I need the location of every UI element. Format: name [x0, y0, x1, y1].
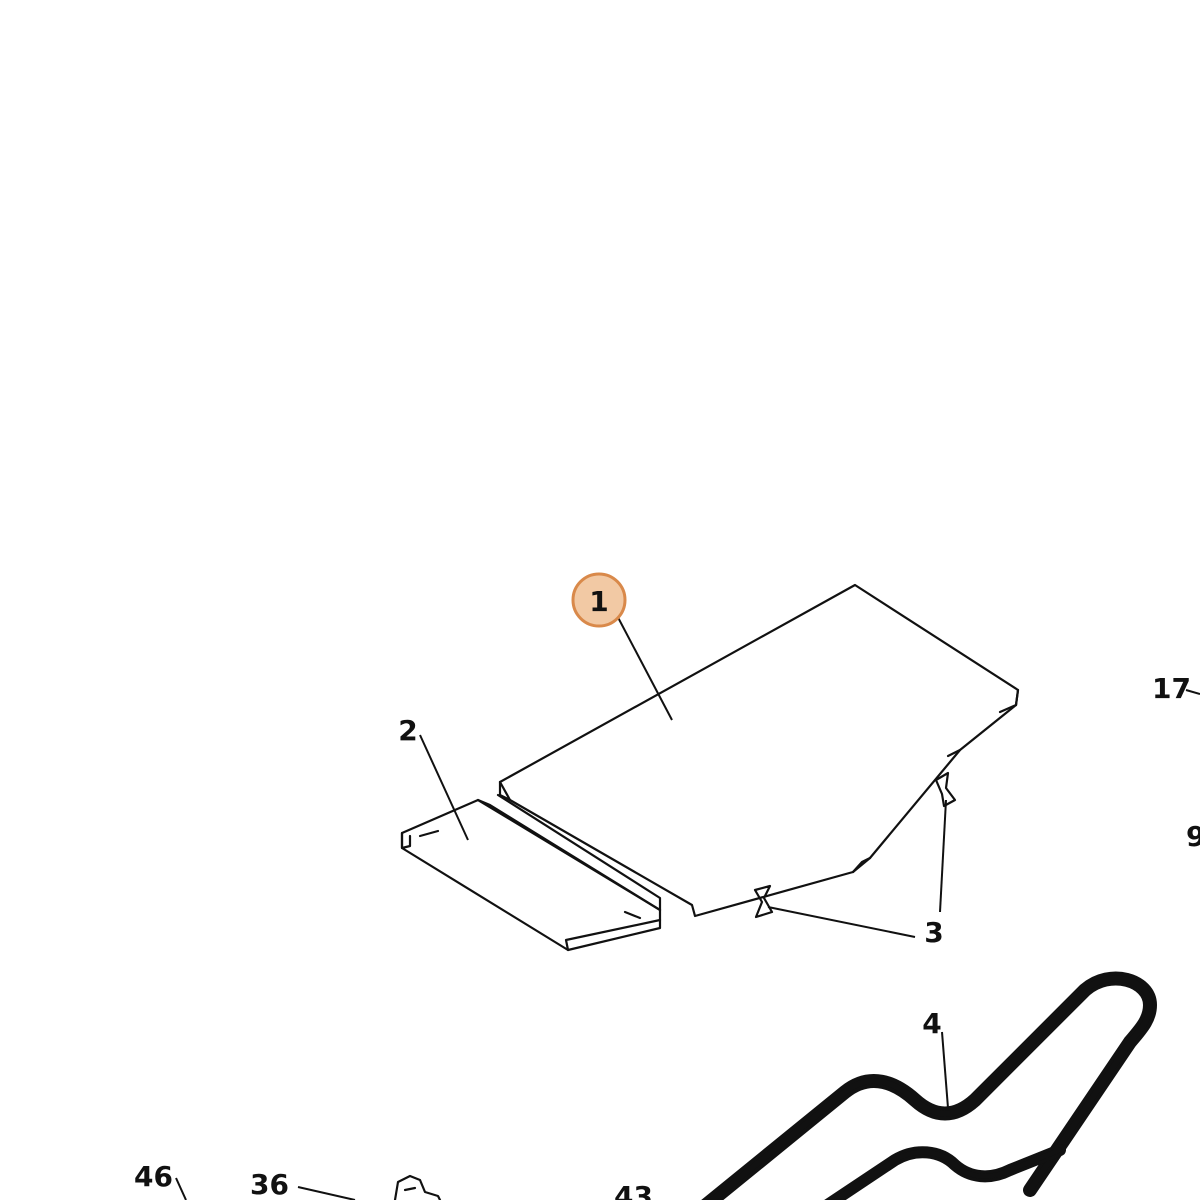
- part-label-46[interactable]: 46: [134, 1160, 173, 1193]
- leader-3-left: [767, 906, 916, 938]
- leader-46: [175, 1177, 187, 1200]
- highlight-circle[interactable]: [571, 572, 627, 628]
- leader-2: [419, 734, 469, 841]
- part-label-3[interactable]: 3: [924, 916, 943, 949]
- leader-4: [941, 1031, 949, 1109]
- part-label-36[interactable]: 36: [250, 1168, 289, 1200]
- part-label-9[interactable]: 9: [1186, 820, 1200, 853]
- part-label-1[interactable]: 1: [589, 585, 608, 618]
- part-2-channel-plate[interactable]: [400, 793, 662, 952]
- part-1-cover-plate[interactable]: [498, 583, 1020, 918]
- part-3-fastener-left[interactable]: [753, 884, 774, 919]
- part-label-4[interactable]: 4: [922, 1007, 941, 1040]
- part-3-fastener-right[interactable]: [934, 771, 957, 808]
- part-label-43[interactable]: 43: [614, 1180, 653, 1200]
- leader-3-right: [939, 799, 947, 913]
- part-4-belt[interactable]: [700, 971, 1157, 1200]
- part-label-2[interactable]: 2: [398, 714, 417, 747]
- part-36-bracket[interactable]: [393, 1174, 442, 1200]
- leader-36: [297, 1186, 356, 1200]
- part-label-17[interactable]: 17: [1152, 672, 1191, 705]
- leader-17: [1185, 689, 1200, 695]
- leader-1: [611, 605, 673, 721]
